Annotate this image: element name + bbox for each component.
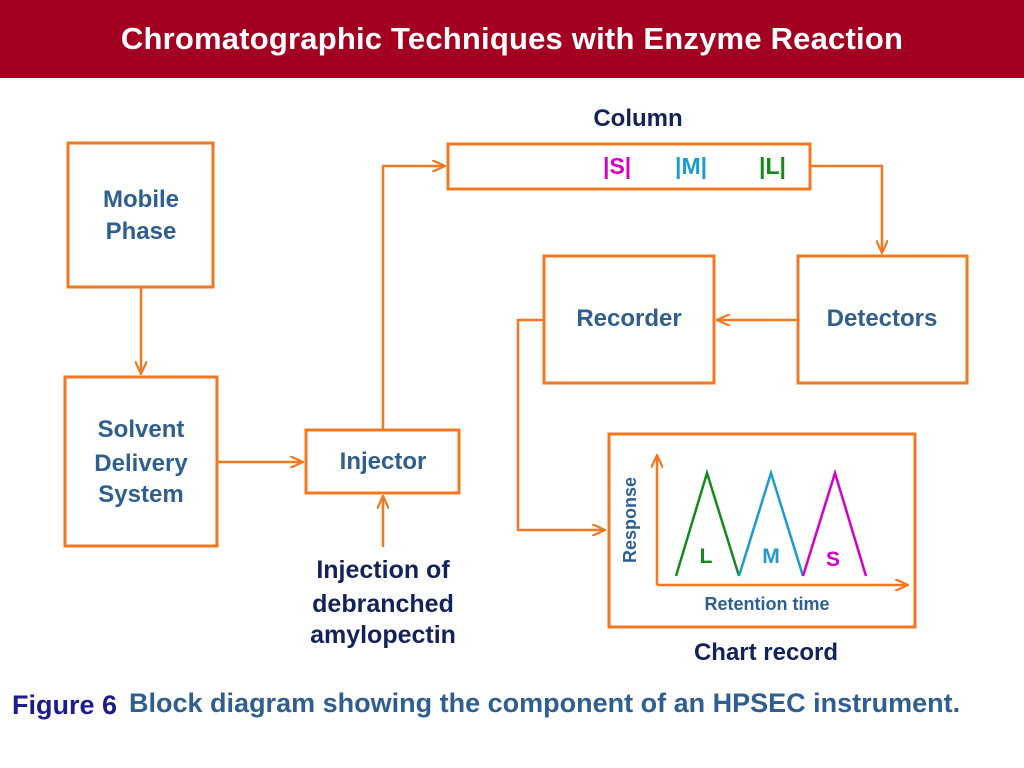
detectors-label: Detectors: [827, 305, 938, 332]
column-band-l: |L|: [759, 153, 786, 179]
mobile-phase-label-line-2: Phase: [106, 218, 177, 245]
mobile-phase-label-line-1: Mobile: [103, 186, 179, 213]
chart-record-box: [607, 432, 917, 629]
injection-note-line-3: amylopectin: [310, 621, 456, 649]
solvent-delivery-label-line-2: Delivery: [94, 450, 188, 477]
peak-m-label: M: [762, 545, 780, 568]
injector-label: Injector: [340, 448, 427, 475]
arrow-injector-to-column: [381, 166, 444, 430]
peak-l: [674, 468, 741, 577]
column-band-m: |M|: [675, 153, 707, 179]
mobile-phase-box: [66, 141, 215, 289]
page-title: Chromatographic Techniques with Enzyme R…: [120, 21, 904, 56]
caption-text: Block diagram showing the component of a…: [129, 688, 961, 718]
title-bar: Chromatographic Techniques with Enzyme R…: [0, 0, 1024, 78]
arrow-column-to-detectors: [810, 164, 882, 252]
peak-s: [801, 468, 868, 577]
peak-l-label: L: [700, 545, 713, 568]
figure-number: Figure 6: [12, 690, 118, 720]
column-band-s: |S|: [603, 153, 631, 179]
figure-caption: Figure 6 Block diagram showing the compo…: [12, 688, 1012, 721]
arrow-recorder-to-chart: [516, 318, 604, 530]
chart-y-axis-label: Response: [620, 477, 640, 563]
recorder-label: Recorder: [576, 305, 681, 332]
solvent-delivery-label-line-1: Solvent: [98, 416, 185, 443]
column-label: Column: [593, 105, 682, 132]
chart-x-axis-label: Retention time: [704, 594, 829, 614]
peak-s-label: S: [826, 548, 840, 571]
injection-note-line-2: debranched: [312, 590, 454, 618]
solvent-delivery-label-line-3: System: [98, 481, 183, 508]
peak-m: [737, 468, 805, 577]
injection-note-line-1: Injection of: [316, 556, 450, 584]
chart-record-label: Chart record: [694, 639, 838, 666]
